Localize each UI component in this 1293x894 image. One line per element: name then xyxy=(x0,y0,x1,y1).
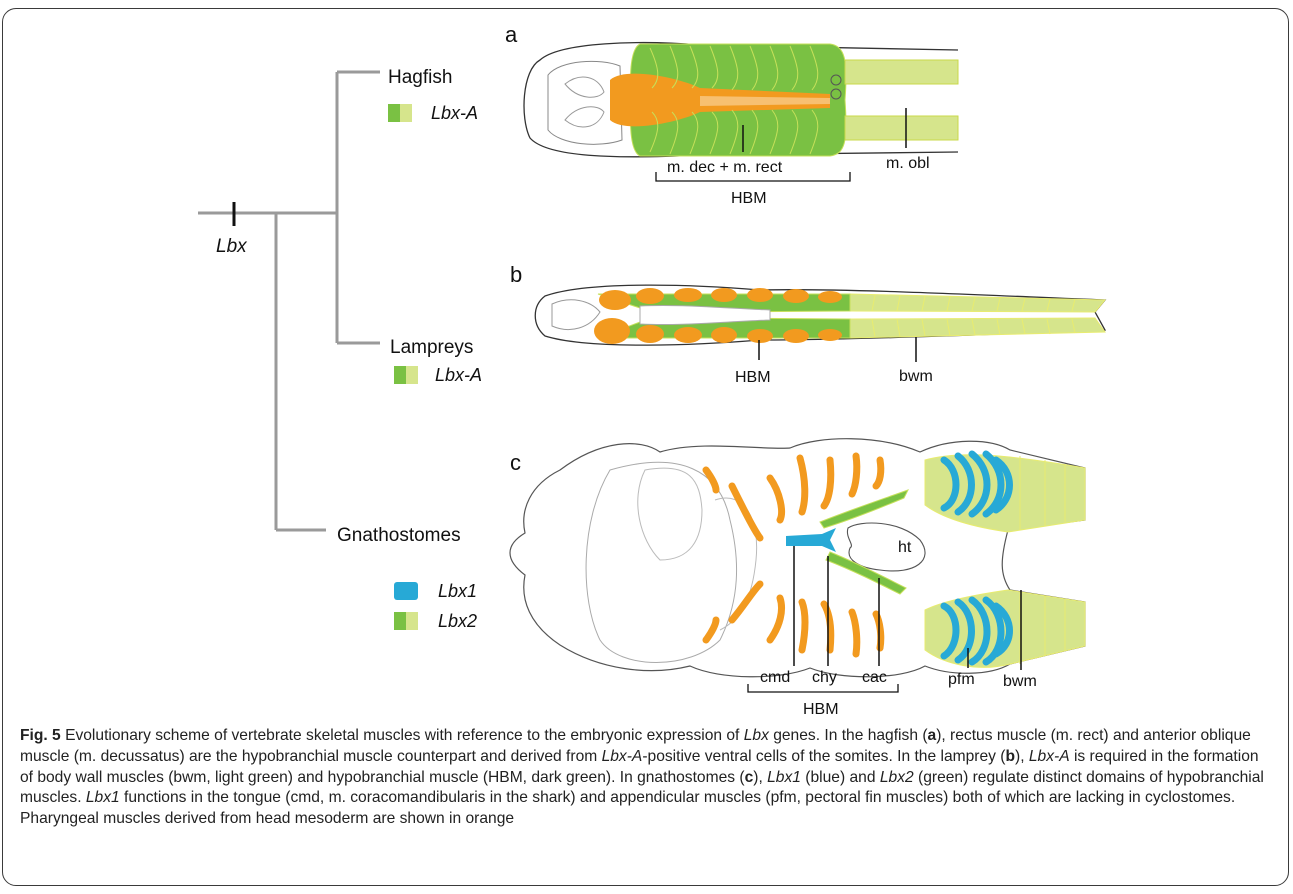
lamprey-illustration xyxy=(535,285,1105,345)
label-cmd: cmd xyxy=(760,669,790,686)
panel-c-letter: c xyxy=(510,450,521,475)
legend-swatch-lbx1 xyxy=(394,582,418,600)
label-bwm-b: bwm xyxy=(899,368,933,385)
shark-embryo-illustration xyxy=(510,439,1085,677)
caption-segment: ), xyxy=(1015,748,1029,765)
label-bwm-c: bwm xyxy=(1003,673,1037,690)
caption-segment: Evolutionary scheme of vertebrate skelet… xyxy=(61,727,744,744)
caption-segment: ), xyxy=(753,769,767,786)
label-obl: m. obl xyxy=(886,155,930,172)
label-hbm-b: HBM xyxy=(735,369,771,386)
caption-segment: (blue) and xyxy=(801,769,880,786)
caption-segment: Lbx-A xyxy=(1029,748,1070,765)
legend-swatch-hagfish xyxy=(388,104,412,122)
hagfish-illustration xyxy=(524,43,958,157)
phylogenetic-tree xyxy=(198,72,380,530)
panel-b-letter: b xyxy=(510,262,522,287)
caption-label: Fig. 5 xyxy=(20,727,61,744)
caption-segment: Lbx-A xyxy=(602,748,643,765)
root-gene-label: Lbx xyxy=(216,236,248,257)
legend-swatch-lampreys xyxy=(394,366,418,384)
gene-label-lampreys: Lbx-A xyxy=(435,365,482,385)
taxon-lampreys: Lampreys xyxy=(390,337,473,358)
caption-segment: a xyxy=(928,727,937,744)
label-cac: cac xyxy=(862,669,887,686)
legend-swatch-lbx2 xyxy=(394,612,418,630)
caption-segment: Lbx2 xyxy=(880,769,914,786)
gene-label-lbx2: Lbx2 xyxy=(438,611,477,631)
caption-segment: Lbx1 xyxy=(86,789,120,806)
label-hbm-a: HBM xyxy=(731,190,767,207)
caption-segment: functions in the tongue (cmd, m. coracom… xyxy=(20,789,1235,827)
label-chy: chy xyxy=(812,669,837,686)
caption-body: Evolutionary scheme of vertebrate skelet… xyxy=(20,727,1264,827)
caption-segment: -positive ventral cells of the somites. … xyxy=(642,748,1005,765)
gene-label-hagfish: Lbx-A xyxy=(431,103,478,123)
caption-segment: genes. In the hagfish ( xyxy=(769,727,928,744)
figure-caption: Fig. 5 Evolutionary scheme of vertebrate… xyxy=(20,726,1275,830)
panel-a-letter: a xyxy=(505,22,518,47)
taxon-hagfish: Hagfish xyxy=(388,67,452,88)
caption-segment: b xyxy=(1005,748,1015,765)
gene-label-lbx1: Lbx1 xyxy=(438,581,477,601)
taxon-gnathostomes: Gnathostomes xyxy=(337,525,461,546)
caption-segment: c xyxy=(745,769,754,786)
label-pfm: pfm xyxy=(948,671,975,688)
label-ht: ht xyxy=(898,539,912,556)
figure-diagram: Lbx Hagfish Lampreys Gnathostomes Lbx-A … xyxy=(0,0,1293,720)
label-dec-rect: m. dec + m. rect xyxy=(667,159,783,176)
caption-segment: Lbx xyxy=(744,727,769,744)
caption-segment: Lbx1 xyxy=(767,769,801,786)
label-hbm-c: HBM xyxy=(803,701,839,718)
